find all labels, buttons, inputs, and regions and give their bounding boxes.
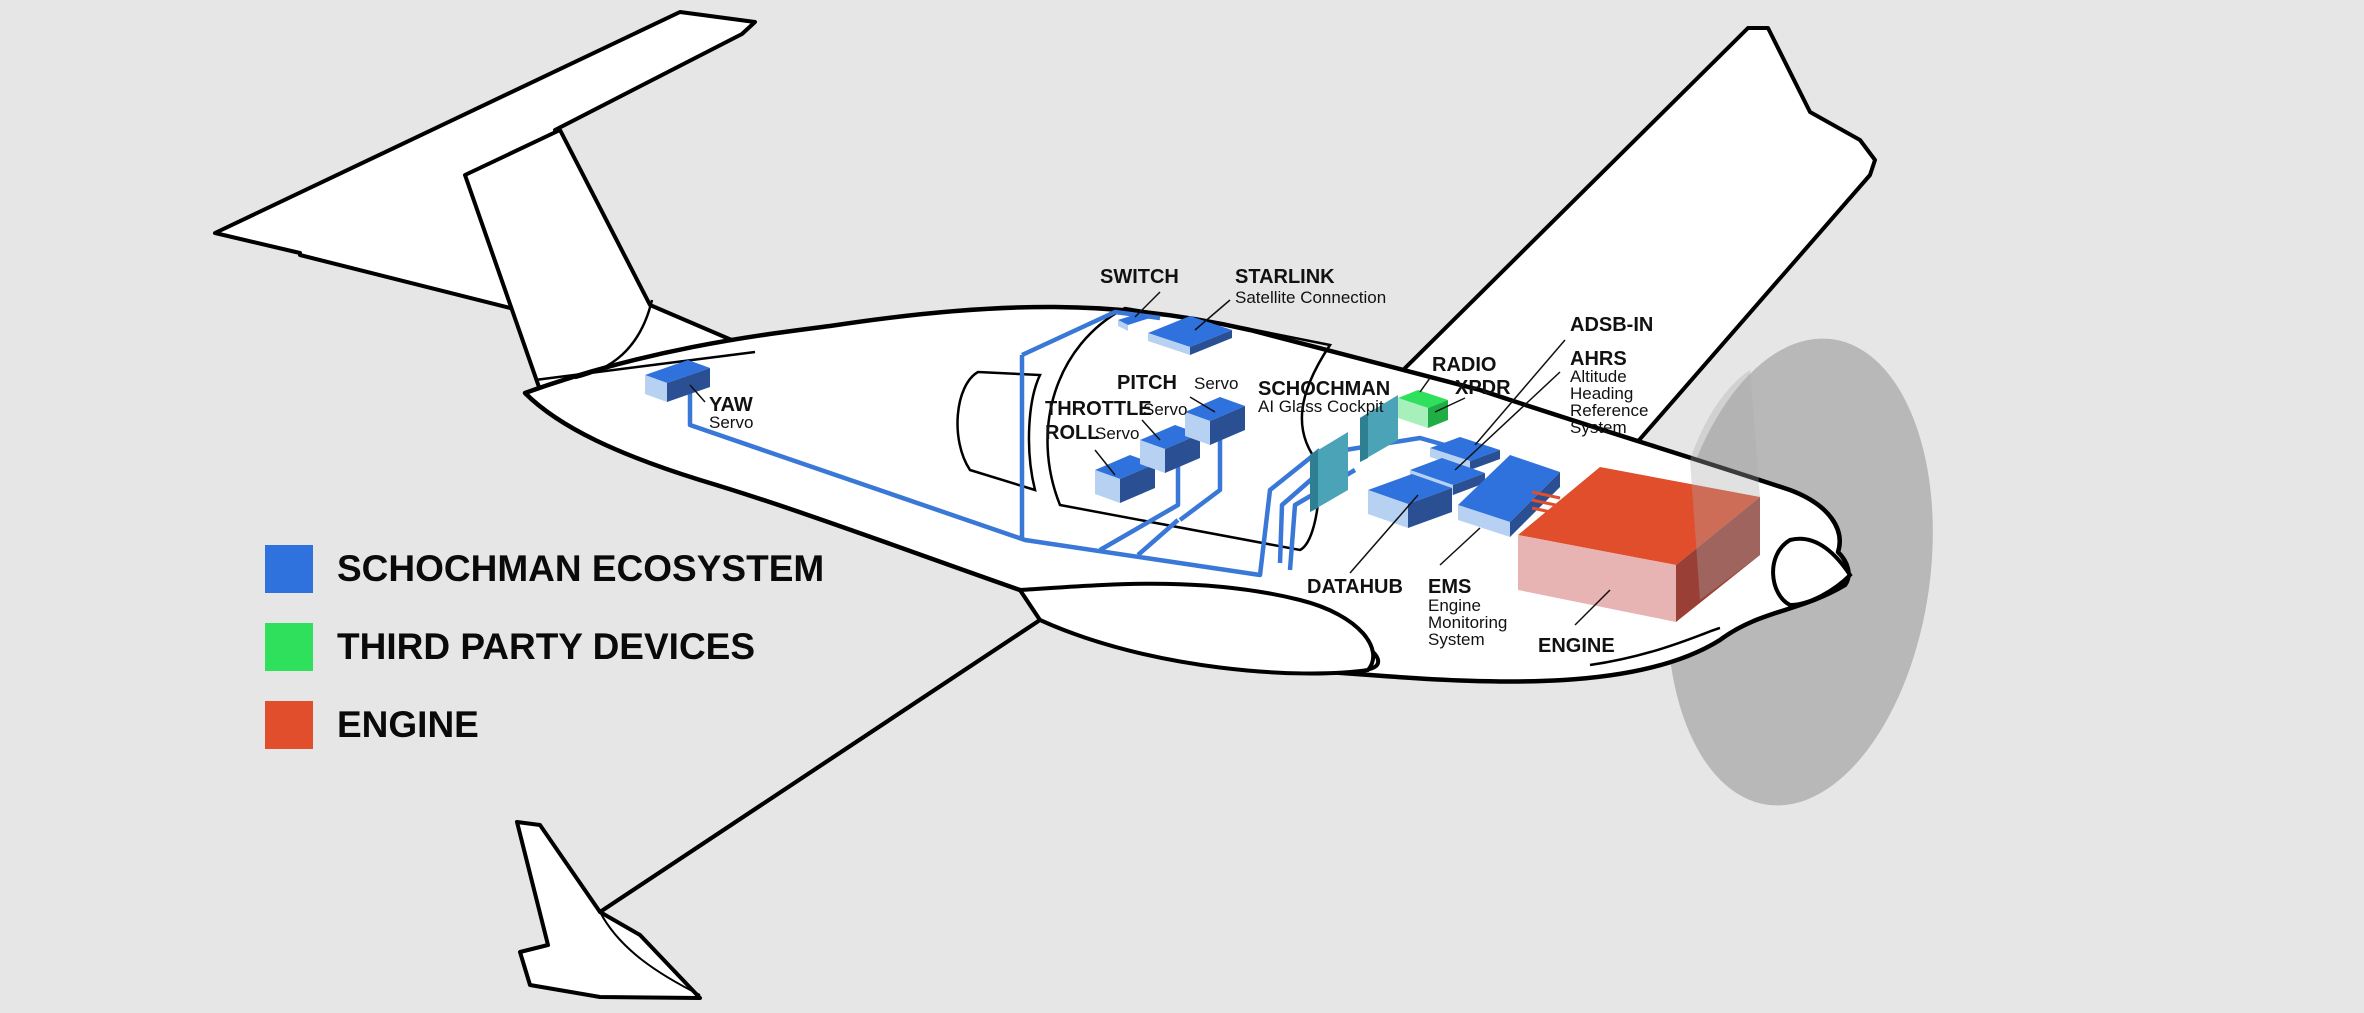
ems-sub-0: Engine bbox=[1428, 596, 1481, 615]
switch-unit bbox=[1118, 313, 1150, 331]
leader-lines bbox=[689, 291, 1611, 626]
ahrs-sub-2: Reference bbox=[1570, 401, 1648, 420]
yaw-label: YAW bbox=[709, 394, 753, 416]
roll-label: ROLL bbox=[1045, 422, 1099, 444]
legend-item-schochman: SCHOCHMAN ECOSYSTEM bbox=[265, 545, 824, 593]
legend-swatch-schochman bbox=[265, 545, 313, 593]
canopy bbox=[1046, 306, 1333, 552]
ahrs-sub-0: Altitude bbox=[1570, 367, 1627, 386]
schochman-sublabel: AI Glass Cockpit bbox=[1258, 397, 1384, 416]
ems-sub-1: Monitoring bbox=[1428, 613, 1507, 632]
starlink-label: STARLINK bbox=[1235, 266, 1335, 288]
engine-label: ENGINE bbox=[1538, 635, 1615, 657]
legend-label-third-party: THIRD PARTY DEVICES bbox=[337, 626, 756, 667]
legend-label-schochman: SCHOCHMAN ECOSYSTEM bbox=[337, 548, 825, 589]
legend-item-engine: ENGINE bbox=[265, 701, 824, 749]
legend-item-third-party: THIRD PARTY DEVICES bbox=[265, 623, 824, 671]
engine-block bbox=[1518, 467, 1760, 622]
yaw-servo bbox=[645, 360, 710, 402]
spinner bbox=[1771, 536, 1853, 608]
pitch-sublabel: Servo bbox=[1194, 374, 1238, 393]
switch-label: SWITCH bbox=[1100, 266, 1179, 288]
ems-sub-2: System bbox=[1428, 630, 1485, 649]
xpdr-label: XPDR bbox=[1455, 377, 1511, 399]
legend-label-engine: ENGINE bbox=[337, 704, 479, 745]
throttle-servo bbox=[1140, 425, 1200, 473]
adsb-label: ADSB-IN bbox=[1570, 314, 1653, 336]
ems-label: EMS bbox=[1428, 576, 1471, 598]
legend-swatch-engine bbox=[265, 701, 313, 749]
roll-sublabel: Servo bbox=[1095, 424, 1139, 443]
radio-label: RADIO bbox=[1432, 354, 1496, 376]
throttle-label: THROTTLE bbox=[1045, 398, 1152, 420]
pitch-servo bbox=[1185, 397, 1245, 445]
starlink-sublabel: Satellite Connection bbox=[1235, 288, 1386, 307]
datahub-label: DATAHUB bbox=[1307, 576, 1403, 598]
starlink-unit bbox=[1148, 316, 1232, 355]
third-party-units bbox=[1398, 390, 1448, 428]
ems-unit bbox=[1458, 455, 1560, 537]
schochman-label: SCHOCHMAN bbox=[1258, 378, 1390, 400]
legend: SCHOCHMAN ECOSYSTEM THIRD PARTY DEVICES … bbox=[265, 545, 824, 749]
pitch-label: PITCH bbox=[1117, 372, 1177, 394]
legend-swatch-third-party bbox=[265, 623, 313, 671]
vertical-stabilizer bbox=[463, 128, 757, 392]
throttle-sublabel: Servo bbox=[1143, 400, 1187, 419]
yaw-sublabel: Servo bbox=[709, 413, 753, 432]
ahrs-sub-3: System bbox=[1570, 418, 1627, 437]
glass-cockpit-panels bbox=[1310, 395, 1398, 512]
ahrs-sub-1: Heading bbox=[1570, 384, 1633, 403]
ahrs-label: AHRS bbox=[1570, 348, 1627, 370]
component-labels: YAW Servo SWITCH STARLINK Satellite Conn… bbox=[709, 266, 1653, 657]
